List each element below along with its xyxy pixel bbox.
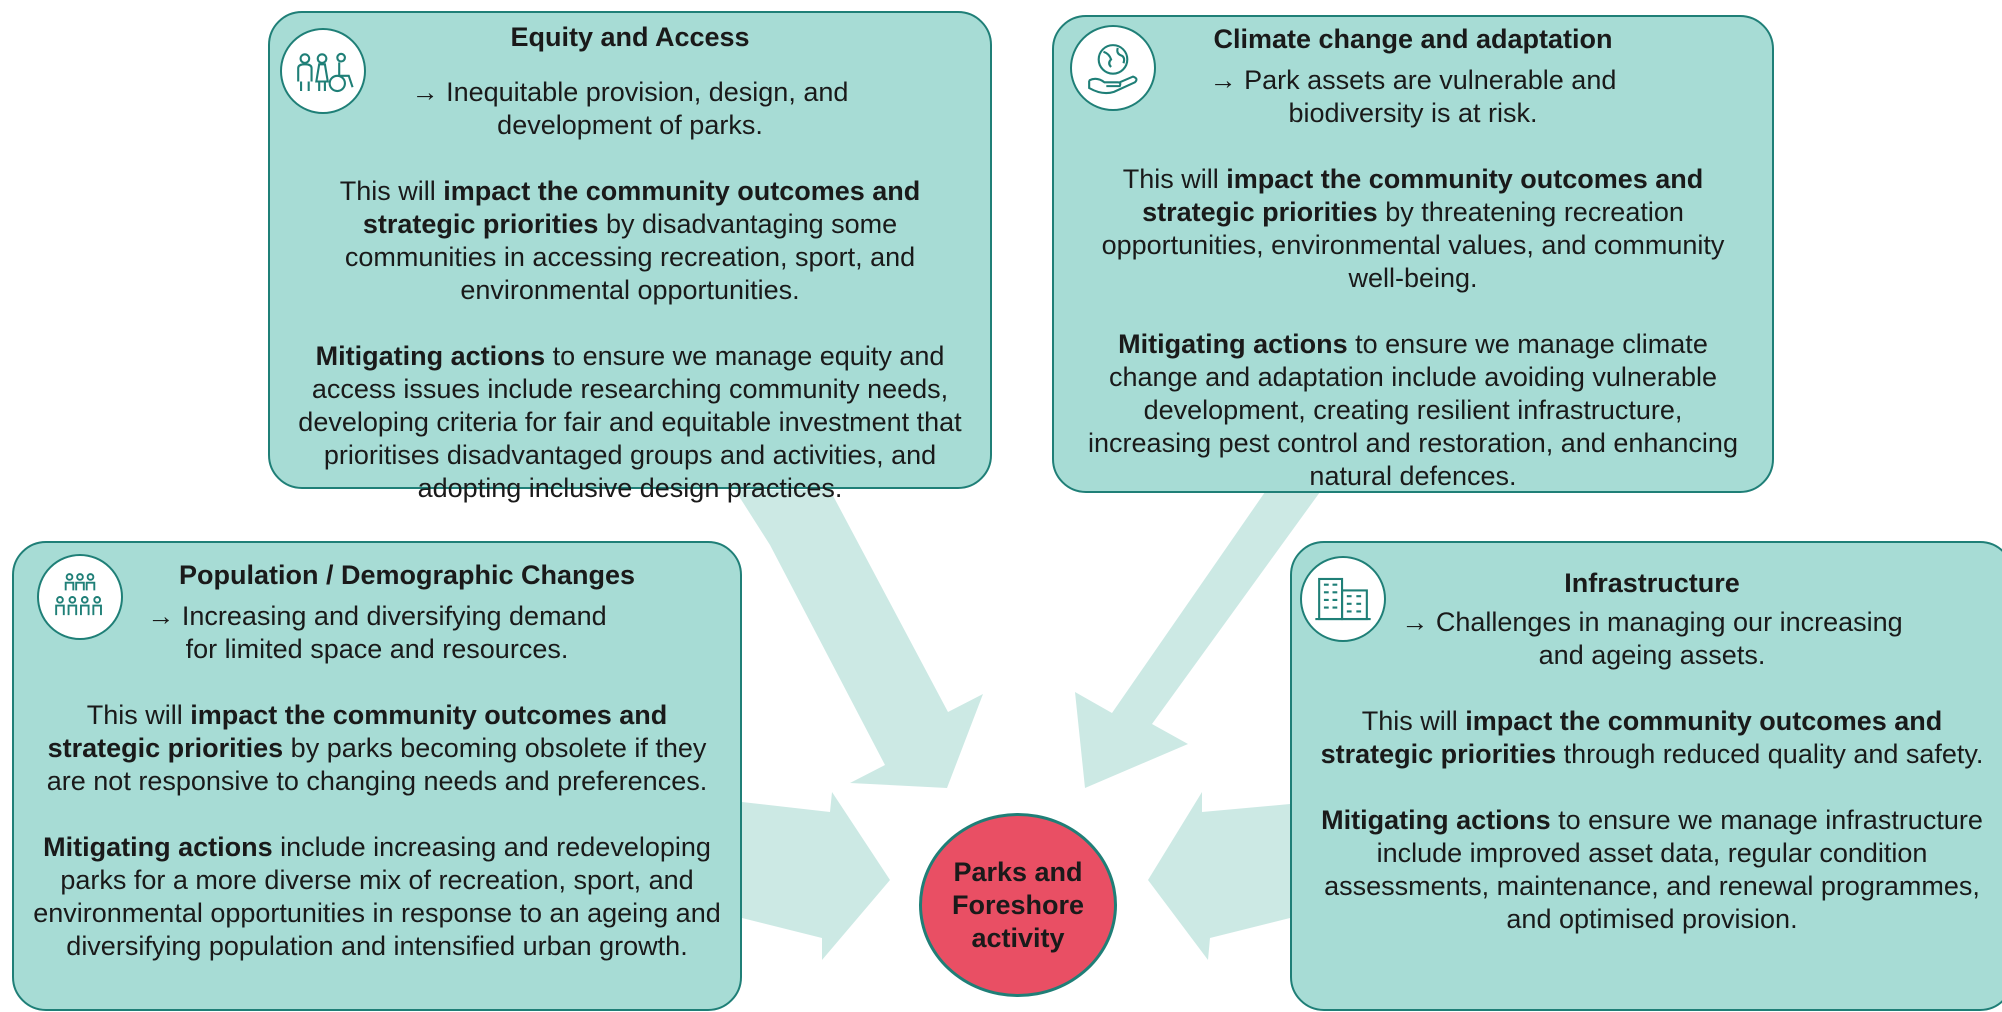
issue-line-2: and ageing assets.: [1538, 640, 1766, 670]
box-title: Climate change and adaptation: [1213, 24, 1613, 54]
people-accessibility-icon: [280, 28, 366, 114]
issue-line-1: → Park assets are vulnerable and: [1209, 65, 1617, 95]
issue-line-1: → Increasing and diversifying demand: [147, 601, 607, 631]
globe-in-hand-icon: [1070, 25, 1156, 111]
population-group-icon: [37, 554, 123, 640]
arrow-from-population: [742, 792, 890, 960]
box-title: Population / Demographic Changes: [178, 560, 636, 590]
climate-adaptation-box: Climate change and adaptation → Park ass…: [1052, 15, 1774, 493]
impact-text: This will impact the community outcomes …: [46, 700, 708, 796]
mitigating-text: Mitigating actions to ensure we manage i…: [1321, 805, 1983, 934]
mitigating-text: Mitigating actions include increasing an…: [33, 832, 721, 961]
box-title: Infrastructure: [1564, 568, 1740, 598]
buildings-icon: [1300, 556, 1386, 642]
issue-line-2: for limited space and resources.: [185, 634, 569, 664]
issue-line-2: biodiversity is at risk.: [1288, 98, 1538, 128]
impact-text: This will impact the community outcomes …: [1320, 706, 1984, 769]
mitigating-text: Mitigating actions to ensure we manage c…: [1088, 329, 1738, 491]
arrow-from-equity: [735, 490, 983, 788]
arrow-from-climate: [1075, 492, 1320, 788]
mitigating-text: Mitigating actions to ensure we manage e…: [298, 341, 962, 503]
infrastructure-box: Infrastructure → Challenges in managing …: [1290, 541, 2002, 1011]
issue-line-2: development of parks.: [497, 110, 763, 140]
center-label-line-1: Parks and: [953, 856, 1083, 887]
center-label-line-3: activity: [971, 922, 1065, 953]
equity-access-box: Equity and Access → Inequitable provisio…: [268, 11, 992, 503]
box-title: Equity and Access: [510, 22, 750, 52]
center-label-line-2: Foreshore: [951, 889, 1085, 920]
arrow-from-infrastructure: [1148, 792, 1290, 960]
parks-foreshore-activity-circle: Parks and Foreshore activity: [919, 813, 1117, 997]
impact-text: This will impact the community outcomes …: [339, 176, 921, 305]
issue-line-1: → Inequitable provision, design, and: [411, 77, 849, 107]
population-demographic-box: Population / Demographic Changes → Incre…: [12, 541, 742, 1011]
issue-line-1: → Challenges in managing our increasing: [1401, 607, 1903, 637]
impact-text: This will impact the community outcomes …: [1101, 164, 1725, 293]
